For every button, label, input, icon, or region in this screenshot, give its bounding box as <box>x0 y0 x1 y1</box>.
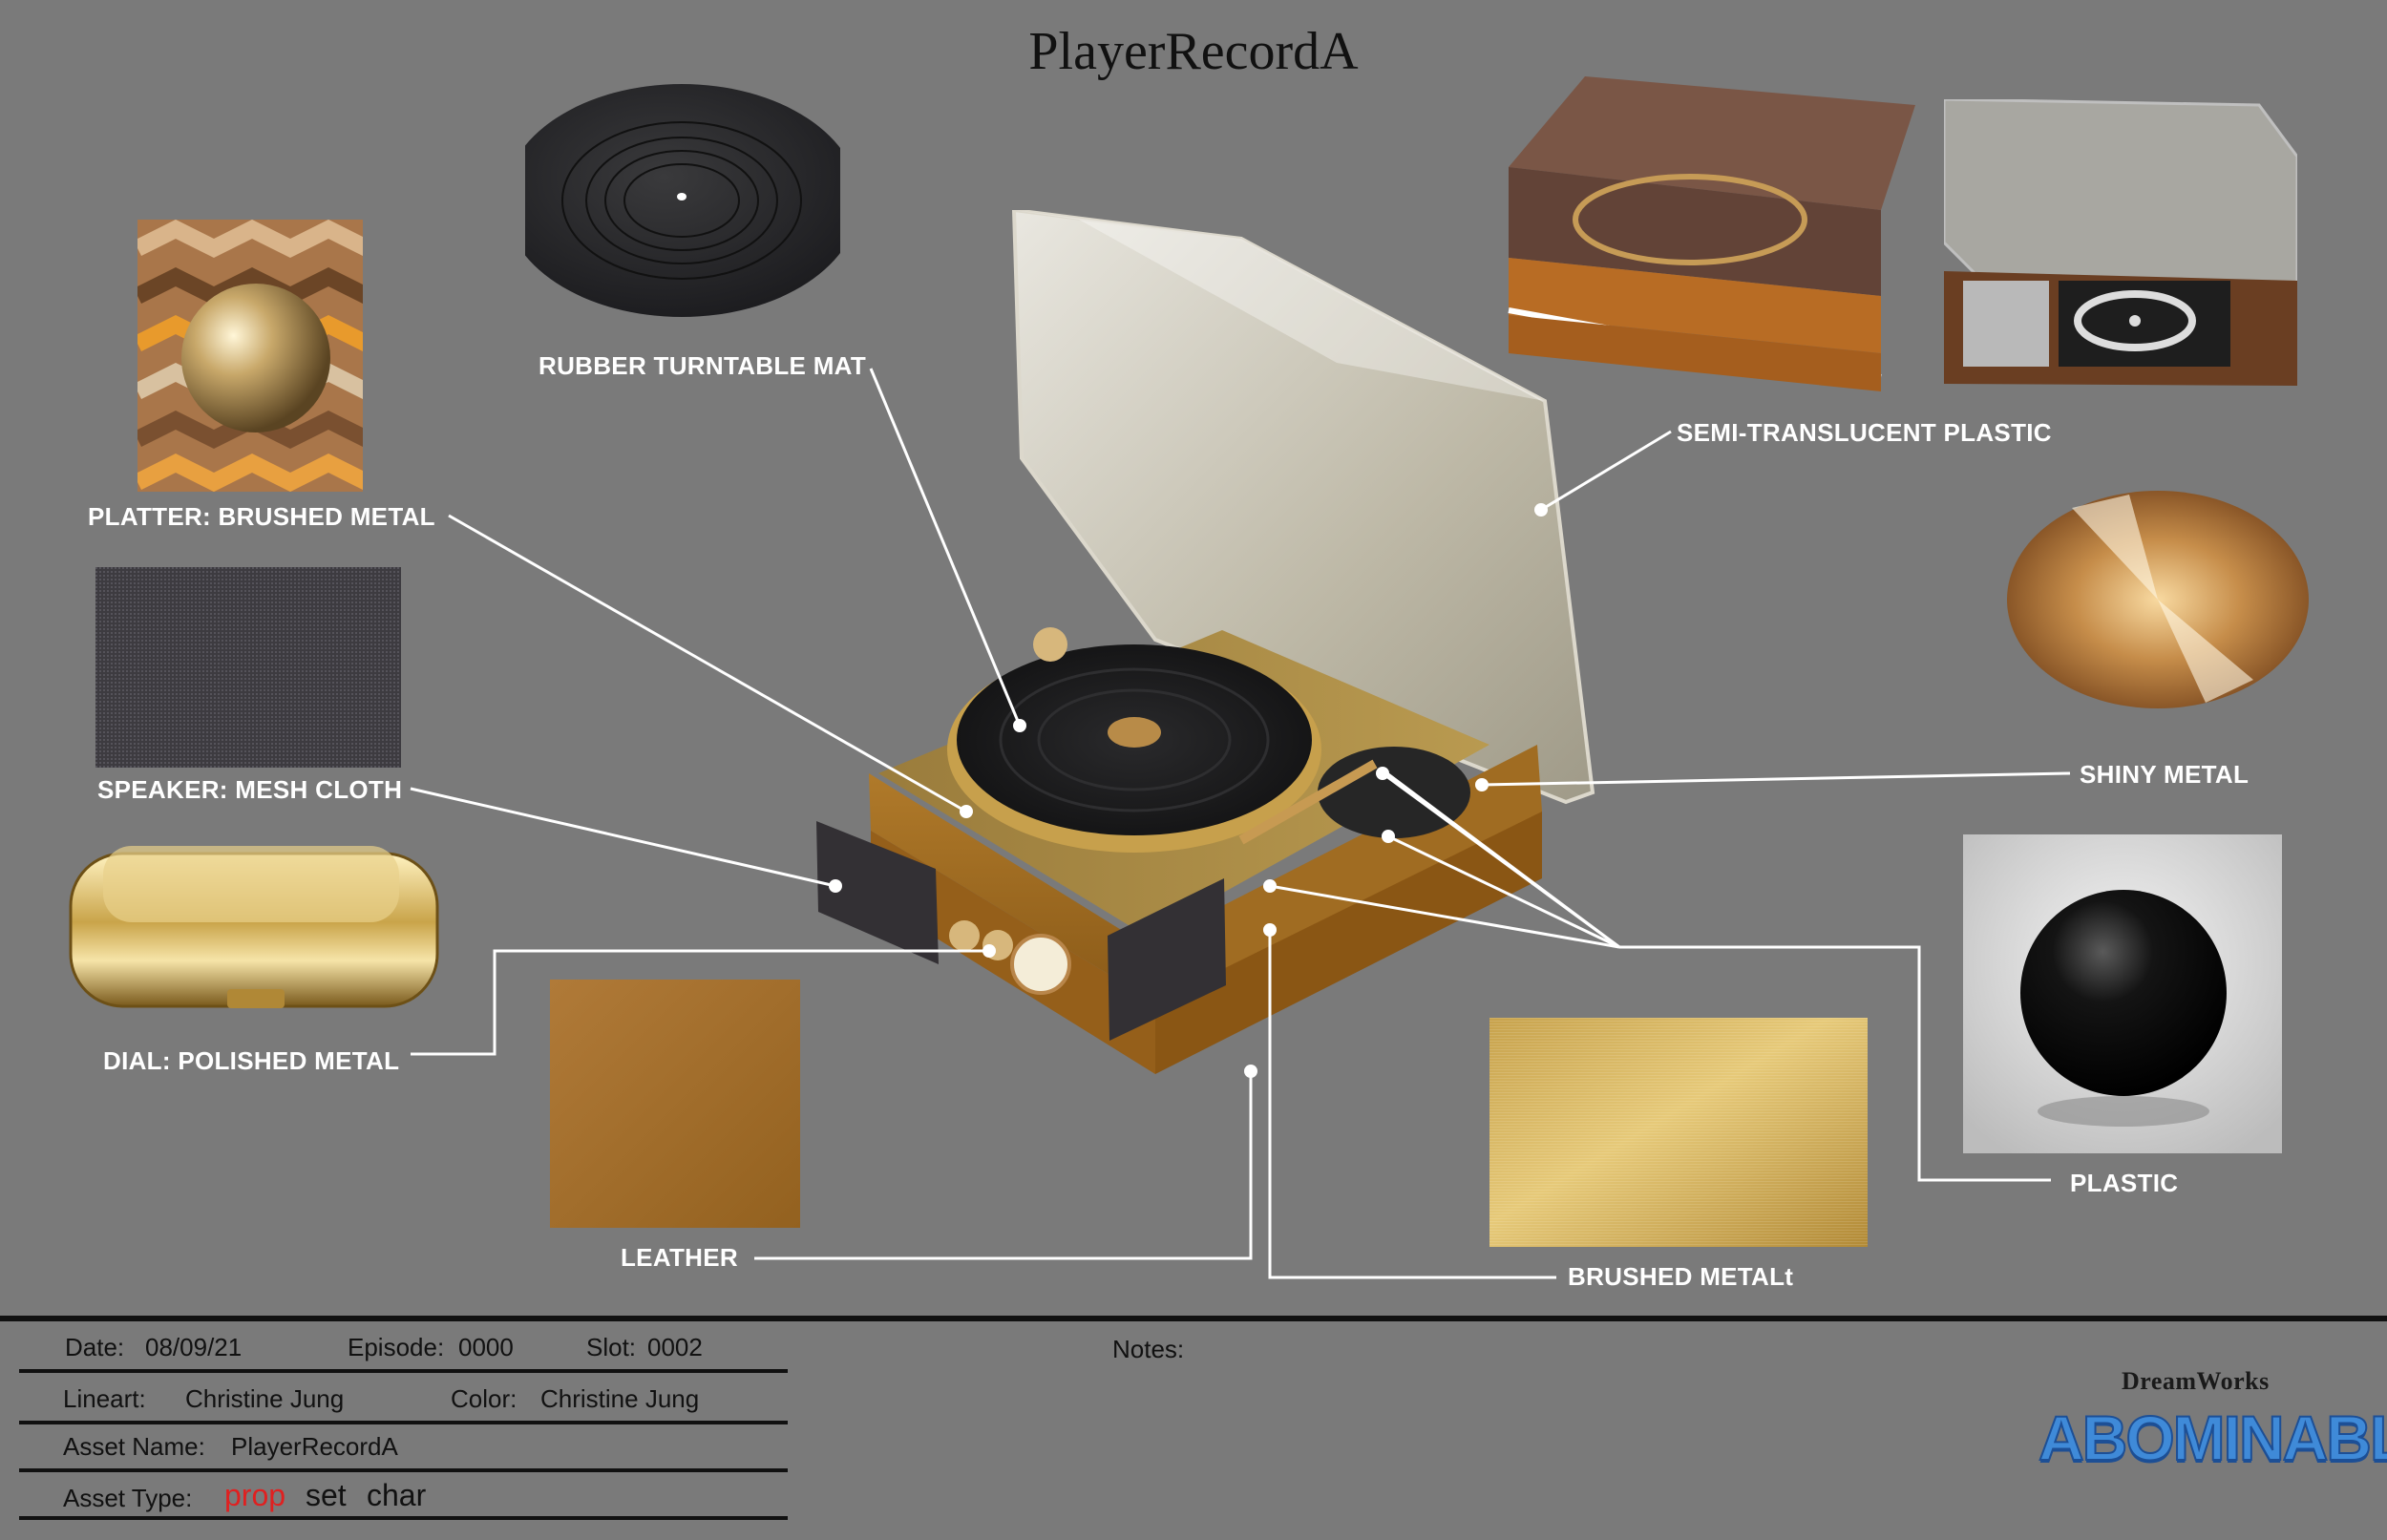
label-brushed-metal: BRUSHED METALt <box>1568 1262 1794 1291</box>
label-rubber-mat: RUBBER TURNTABLE MAT <box>539 351 866 380</box>
rubber-mat-swatch <box>525 84 840 317</box>
episode-label: Episode: <box>348 1333 445 1361</box>
translucent-dustcover-photo-2 <box>1944 99 2297 386</box>
shiny-metal-swatch <box>2007 491 2309 708</box>
leather-swatch <box>550 980 800 1228</box>
episode-value: 0000 <box>458 1333 514 1361</box>
label-platter: PLATTER: BRUSHED METAL <box>88 502 435 531</box>
label-semi-translucent: SEMI-TRANSLUCENT PLASTIC <box>1677 418 2052 447</box>
lineart-value: Christine Jung <box>185 1384 345 1413</box>
label-plastic: PLASTIC <box>2070 1169 2179 1197</box>
notes-label: Notes: <box>1112 1335 1185 1363</box>
label-leather: LEATHER <box>621 1243 738 1272</box>
abominable-logo: ABOMINABLE <box>2038 1402 2387 1474</box>
platter-brushed-metal-swatch <box>137 220 363 492</box>
label-dial: DIAL: POLISHED METAL <box>103 1046 400 1075</box>
row-asset-name: Asset Name: PlayerRecordA <box>19 1421 788 1472</box>
label-speaker: SPEAKER: MESH CLOTH <box>97 775 403 804</box>
row-lineart-color: Lineart: Christine Jung Color: Christine… <box>19 1373 788 1424</box>
row-date-episode-slot: Date: 08/09/21 Episode: 0000 Slot: 0002 <box>19 1321 788 1373</box>
asset-type-set: set <box>306 1478 347 1512</box>
lineart-label: Lineart: <box>63 1384 146 1413</box>
asset-name-value: PlayerRecordA <box>231 1432 398 1461</box>
slot-value: 0002 <box>647 1333 703 1361</box>
asset-type-char: char <box>367 1478 427 1512</box>
color-label: Color: <box>451 1384 518 1413</box>
speaker-mesh-swatch <box>95 567 401 768</box>
asset-type-label: Asset Type: <box>63 1484 193 1512</box>
slot-label: Slot: <box>586 1333 637 1361</box>
plastic-swatch <box>1963 834 2282 1153</box>
date-label: Date: <box>65 1333 125 1361</box>
label-shiny-metal: SHINY METAL <box>2080 760 2250 789</box>
asset-name-label: Asset Name: <box>63 1432 205 1461</box>
title-block: Date: 08/09/21 Episode: 0000 Slot: 0002 … <box>0 1316 2387 1540</box>
date-value: 08/09/21 <box>145 1333 243 1361</box>
asset-type-prop: prop <box>224 1478 286 1512</box>
translucent-dustcover-photo-1 <box>1508 76 1915 391</box>
record-player-render <box>816 210 1595 1074</box>
sheet-title: PlayerRecordA <box>1028 22 1359 81</box>
brushed-metal-swatch <box>1489 1018 1868 1247</box>
color-value: Christine Jung <box>540 1384 700 1413</box>
row-asset-type: Asset Type: prop set char <box>19 1468 788 1520</box>
dial-polished-metal-swatch <box>69 846 439 1008</box>
dreamworks-logo: DreamWorks <box>2122 1367 2270 1395</box>
